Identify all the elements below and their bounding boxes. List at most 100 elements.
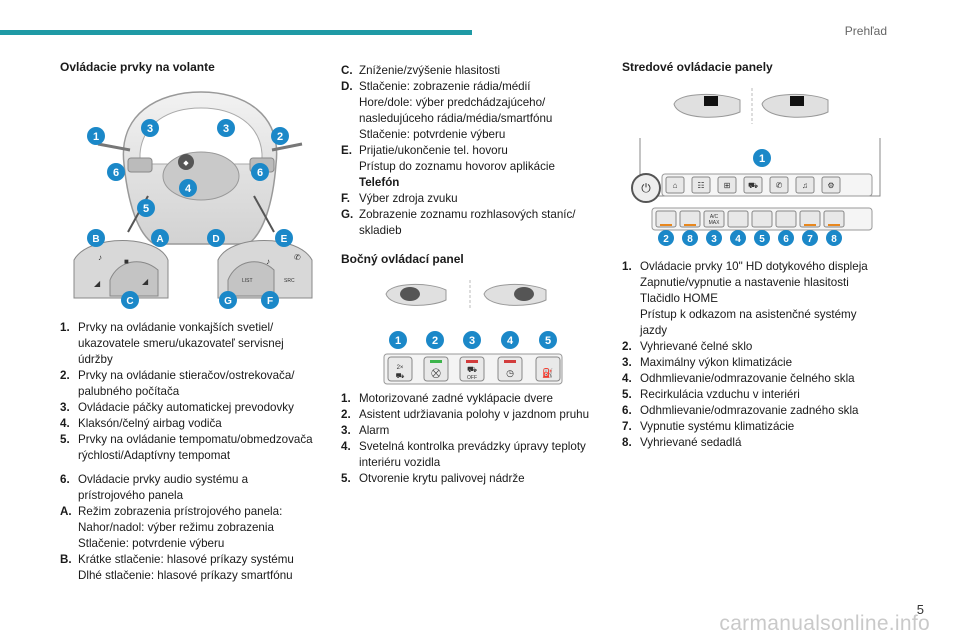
center-panel-diagram: 1 ⏻ ⌂☷⊞⛟ ✆♫⚙ A/C MAX 2 8 3 4 5 6 7 8 xyxy=(631,88,881,246)
list-item-key: 3. xyxy=(341,424,351,437)
list-item-text: Maximálny výkon klimatizácie xyxy=(640,355,902,371)
section-title-side-panel: Bočný ovládací panel xyxy=(341,252,464,266)
badge-3: 3 xyxy=(147,123,153,135)
svg-text:⛟: ⛟ xyxy=(396,373,405,380)
list-item-key: 7. xyxy=(622,420,632,433)
list-item-line: Ovládacie prvky 10" HD dotykového disple… xyxy=(640,260,868,273)
svg-text:☷: ☷ xyxy=(697,181,704,190)
list-item-text: Zníženie/zvýšenie hlasitosti xyxy=(359,63,596,79)
side-badge-4: 4 xyxy=(507,335,514,347)
list-item-line: Odhmlievanie/odmrazovanie čelného skla xyxy=(640,372,855,385)
list-item-text: Motorizované zadné vyklápacie dvere xyxy=(359,391,596,407)
svg-text:◢: ◢ xyxy=(142,277,149,286)
badge-C: C xyxy=(126,296,133,307)
list-item-key: 8. xyxy=(622,436,632,449)
side-badge-2: 2 xyxy=(432,335,438,347)
list-item-key: 2. xyxy=(341,408,351,421)
list-item-key: E. xyxy=(341,144,352,157)
list-item-line: Režim zobrazenia prístrojového panela: xyxy=(78,505,283,518)
list-item: B. Krátke stlačenie: hlasové príkazy syst… xyxy=(60,552,335,584)
max-label: MAX xyxy=(709,220,721,226)
list-item-line: Prvky na ovládanie tempomatu/obmedzovača xyxy=(78,433,313,446)
list-item-line: Stlačenie: potvrdenie výberu xyxy=(359,128,506,141)
list-item-line: prístrojového panela xyxy=(78,489,184,502)
list-item-line: Zobrazenie zoznamu rozhlasových staníc/ xyxy=(359,208,576,221)
list-item-line: Prijatie/ukončenie tel. hovoru xyxy=(359,144,508,157)
list-item: 5.Recirkulácia vzduchu v interiéri xyxy=(622,387,902,403)
list-item: 3.Alarm xyxy=(341,423,596,439)
list-item-line: Tlačidlo HOME xyxy=(640,292,718,305)
center-badge-3: 3 xyxy=(711,234,717,245)
list-item-line: Prvky na ovládanie vonkajších svetiel/ xyxy=(78,321,274,334)
list-item-line: Otvorenie krytu palivovej nádrže xyxy=(359,472,525,485)
list-item-line: interiéru vozidla xyxy=(359,456,441,469)
list-item-key: D. xyxy=(341,80,353,93)
list-item-key: 3. xyxy=(622,356,632,369)
list-item-line: Zníženie/zvýšenie hlasitosti xyxy=(359,64,501,77)
list-item-line: Vyhrievané sedadlá xyxy=(640,436,742,449)
list-item: 4. Klaksón/čelný airbag vodiča xyxy=(60,416,335,432)
list-item-text: Zobrazenie zoznamu rozhlasových staníc/s… xyxy=(359,207,596,239)
list-item-key: 5. xyxy=(622,388,632,401)
list-item-line: Vyhrievané čelné sklo xyxy=(640,340,753,353)
list-item: 4. Odhmlievanie/odmrazovanie čelného skla xyxy=(622,371,902,387)
list-item-line: Stlačenie: potvrdenie výberu xyxy=(78,537,225,550)
alarm-off-label: OFF xyxy=(467,375,477,381)
list-item-key: 5. xyxy=(341,472,351,485)
list-item-line: Klaksón/čelný airbag vodiča xyxy=(78,417,222,430)
list-item-text: Vypnutie systému klimatizácie xyxy=(640,419,902,435)
center-badge-8: 8 xyxy=(831,234,837,245)
svg-text:◷: ◷ xyxy=(506,368,514,378)
list-item-line: rýchlosti/Adaptívny tempomat xyxy=(78,449,231,462)
list-item-text: Prvky na ovládanie stieračov/ostrekovača… xyxy=(78,368,335,400)
list-item-line: Asistent udržiavania polohy v jazdnom pr… xyxy=(359,408,590,421)
list-item-text: Odhmlievanie/odmrazovanie čelného skla xyxy=(640,371,902,387)
list-item: 1.Prvky na ovládanie vonkajších svetiel/… xyxy=(60,320,335,368)
list-item-key: 2. xyxy=(60,369,70,382)
svg-text:⚙: ⚙ xyxy=(827,181,834,190)
svg-text:✆: ✆ xyxy=(294,253,301,262)
badge-6: 6 xyxy=(257,167,263,179)
svg-text:⊞: ⊞ xyxy=(724,181,731,190)
list-item-key: 4. xyxy=(622,372,632,385)
list-item: 3.Ovládacie páčky automatickej prevodovk… xyxy=(60,400,335,416)
list-item-line: údržby xyxy=(78,353,113,366)
svg-text:♪: ♪ xyxy=(98,253,102,262)
list-item-key: G. xyxy=(341,208,354,221)
list-item-key: C. xyxy=(341,64,353,77)
list-item-line: Odhmlievanie/odmrazovanie zadného skla xyxy=(640,404,859,417)
list-item-key: 4. xyxy=(341,440,351,453)
badge-5: 5 xyxy=(143,203,149,215)
list-item-text: Krátke stlačenie: hlasové príkazy systém… xyxy=(78,552,335,584)
svg-text:⌂: ⌂ xyxy=(673,181,678,190)
list-item-key: 2. xyxy=(622,340,632,353)
list-item-text: Otvorenie krytu palivovej nádrže xyxy=(359,471,596,487)
src-label: SRC xyxy=(284,278,295,284)
list-item-line: Ovládacie prvky audio systému a xyxy=(78,473,249,486)
watermark: carmanualsonline.info xyxy=(719,612,930,635)
list-item: 7. Vypnutie systému klimatizácie xyxy=(622,419,902,435)
list-item-text: Výber zdroja zvuku xyxy=(359,191,596,207)
list-item: 1.Ovládacie prvky 10" HD dotykového disp… xyxy=(622,259,902,339)
badge-F: F xyxy=(267,296,273,307)
list-item-line: palubného počítača xyxy=(78,385,180,398)
svg-text:♫: ♫ xyxy=(802,181,808,190)
svg-text:⛽: ⛽ xyxy=(542,367,553,378)
list-item: 8. Vyhrievané sedadlá xyxy=(622,435,902,451)
page-number: 5 xyxy=(916,602,924,617)
badge-D: D xyxy=(212,234,219,245)
list-item: A.Režim zobrazenia prístrojového panela:… xyxy=(60,504,335,552)
side-badge-1: 1 xyxy=(395,335,401,347)
list-item-key: B. xyxy=(60,553,72,566)
list-item-line: Maximálny výkon klimatizácie xyxy=(640,356,793,369)
list-item-text: Vyhrievané čelné sklo xyxy=(640,339,902,355)
list-item: 5.Prvky na ovládanie tempomatu/obmedzova… xyxy=(60,432,335,464)
list-item-key: F. xyxy=(341,192,351,205)
list-item: C. Zníženie/zvýšenie hlasitosti xyxy=(341,63,596,79)
list-item-text: Ovládacie prvky 10" HD dotykového disple… xyxy=(640,259,902,339)
list-item-key: 4. xyxy=(60,417,70,430)
